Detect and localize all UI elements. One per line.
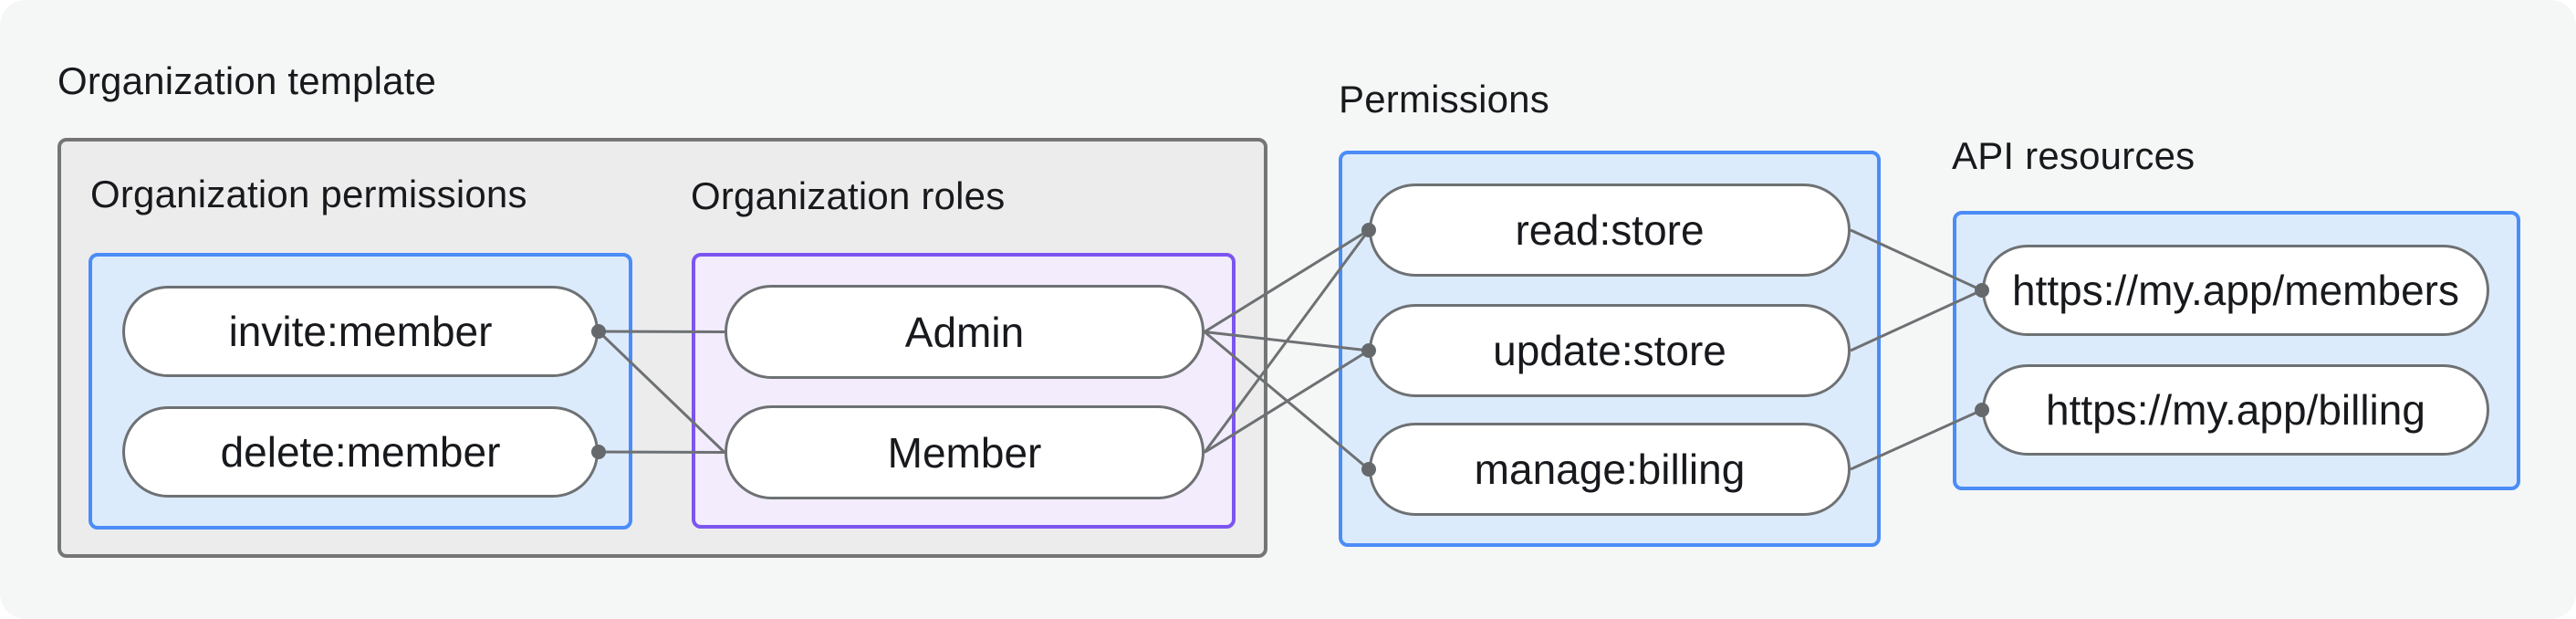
api-resources-label: API resources (1952, 134, 2195, 177)
node-label: https://my.app/members (2012, 267, 2459, 314)
node-label: delete:member (220, 428, 501, 476)
node-manage-billing: manage:billing (1369, 423, 1851, 516)
org-permissions-label: Organization permissions (90, 173, 527, 215)
node-label: manage:billing (1474, 446, 1746, 493)
node-invite-member: invite:member (122, 286, 599, 377)
node-delete-member: delete:member (122, 406, 599, 498)
node-label: update:store (1493, 327, 1726, 374)
node-admin-role: Admin (725, 285, 1205, 379)
node-api-billing-url: https://my.app/billing (1982, 364, 2489, 456)
node-read-store: read:store (1369, 184, 1851, 277)
node-label: read:store (1515, 206, 1705, 254)
node-member-role: Member (725, 405, 1205, 499)
node-api-members-url: https://my.app/members (1982, 245, 2489, 336)
node-label: invite:member (228, 308, 493, 355)
node-label: Admin (904, 308, 1025, 356)
permissions-label: Permissions (1339, 78, 1549, 121)
node-update-store: update:store (1369, 304, 1851, 397)
node-label: https://my.app/billing (2046, 386, 2425, 434)
org-template-label: Organization template (57, 59, 437, 102)
org-roles-label: Organization roles (691, 174, 1006, 217)
node-label: Member (887, 428, 1042, 477)
